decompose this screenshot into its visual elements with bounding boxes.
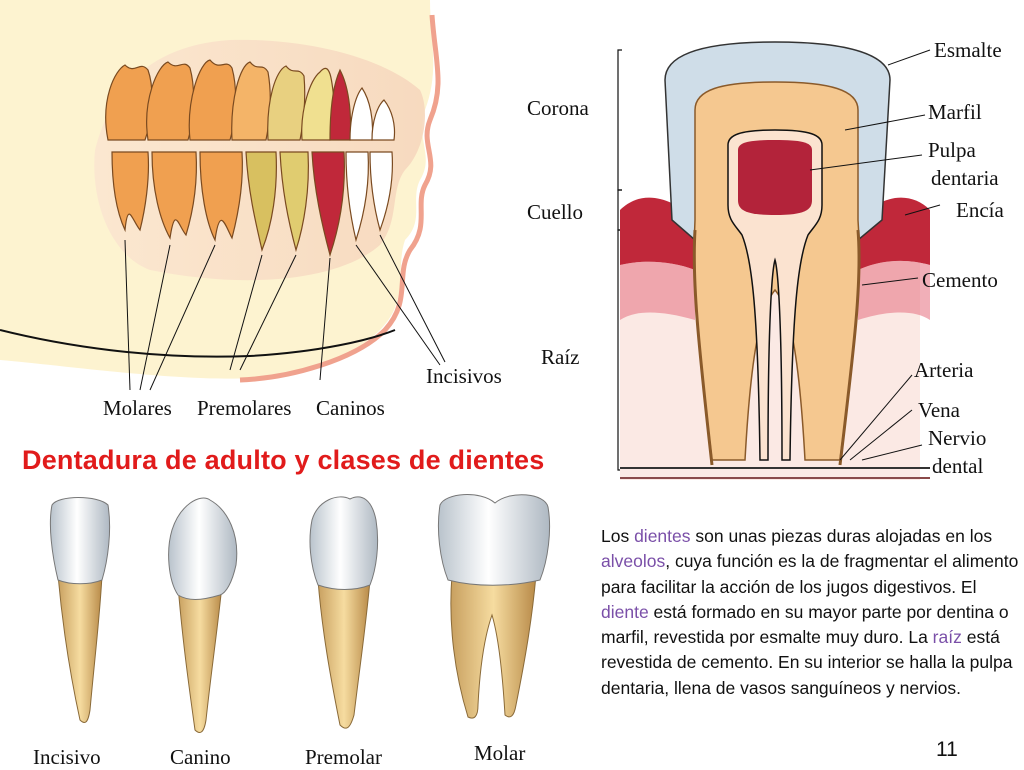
para-text-5: está revestida de cemento. En su interio… xyxy=(601,627,1013,698)
para-text-3: , cuya función es la de fragmentar el al… xyxy=(601,551,1019,597)
label-encia: Encía xyxy=(956,198,1004,222)
label-molares: Molares xyxy=(103,396,172,420)
label-premolar: Premolar xyxy=(305,745,382,769)
molar-tooth xyxy=(437,494,551,719)
term-raiz: raíz xyxy=(932,627,962,648)
jaw-diagram: Molares Premolares Caninos Incisivos xyxy=(0,0,600,430)
label-incisivos: Incisivos xyxy=(426,364,502,388)
description-paragraph: Los dientes son unas piezas duras alojad… xyxy=(601,524,1021,701)
para-text-4: está formado en su mayor parte por denti… xyxy=(601,601,1009,648)
label-vena: Vena xyxy=(918,398,960,422)
label-cemento: Cemento xyxy=(922,268,998,292)
upper-teeth xyxy=(105,59,396,141)
label-pulpa-2: dentaria xyxy=(931,166,999,190)
label-corona: Corona xyxy=(527,96,589,120)
label-cuello: Cuello xyxy=(527,200,583,224)
term-alveolos: alveolos xyxy=(601,551,666,572)
term-dientes: dientes xyxy=(634,526,691,546)
tooth-cross-section: Esmalte Marfil Pulpa dentaria Encía Ceme… xyxy=(600,20,1024,500)
label-arteria: Arteria xyxy=(914,358,974,382)
label-nervio-2: dental xyxy=(932,454,984,478)
lower-teeth xyxy=(111,151,393,258)
label-marfil: Marfil xyxy=(928,100,982,124)
incisor-tooth xyxy=(49,497,111,723)
label-molar: Molar xyxy=(474,741,526,765)
term-diente: diente xyxy=(601,601,649,622)
label-canino: Canino xyxy=(170,745,231,769)
canine-tooth xyxy=(168,497,238,733)
label-caninos: Caninos xyxy=(316,396,385,420)
page-number: 11 xyxy=(936,738,958,761)
label-pulpa-1: Pulpa xyxy=(928,138,976,162)
tooth-types: Incisivo Canino Premolar Molar xyxy=(0,485,600,769)
label-premolares: Premolares xyxy=(197,396,292,420)
label-incisivo: Incisivo xyxy=(33,745,101,769)
premolar-tooth xyxy=(309,496,379,729)
para-text-1: Los xyxy=(601,526,635,546)
para-text-2: son unas piezas duras alojadas en los xyxy=(690,526,993,546)
page-title: Dentadura de adulto y clases de dientes xyxy=(22,445,545,475)
label-nervio-1: Nervio xyxy=(928,426,987,450)
label-raiz: Raíz xyxy=(541,345,580,369)
label-esmalte: Esmalte xyxy=(934,38,1002,62)
